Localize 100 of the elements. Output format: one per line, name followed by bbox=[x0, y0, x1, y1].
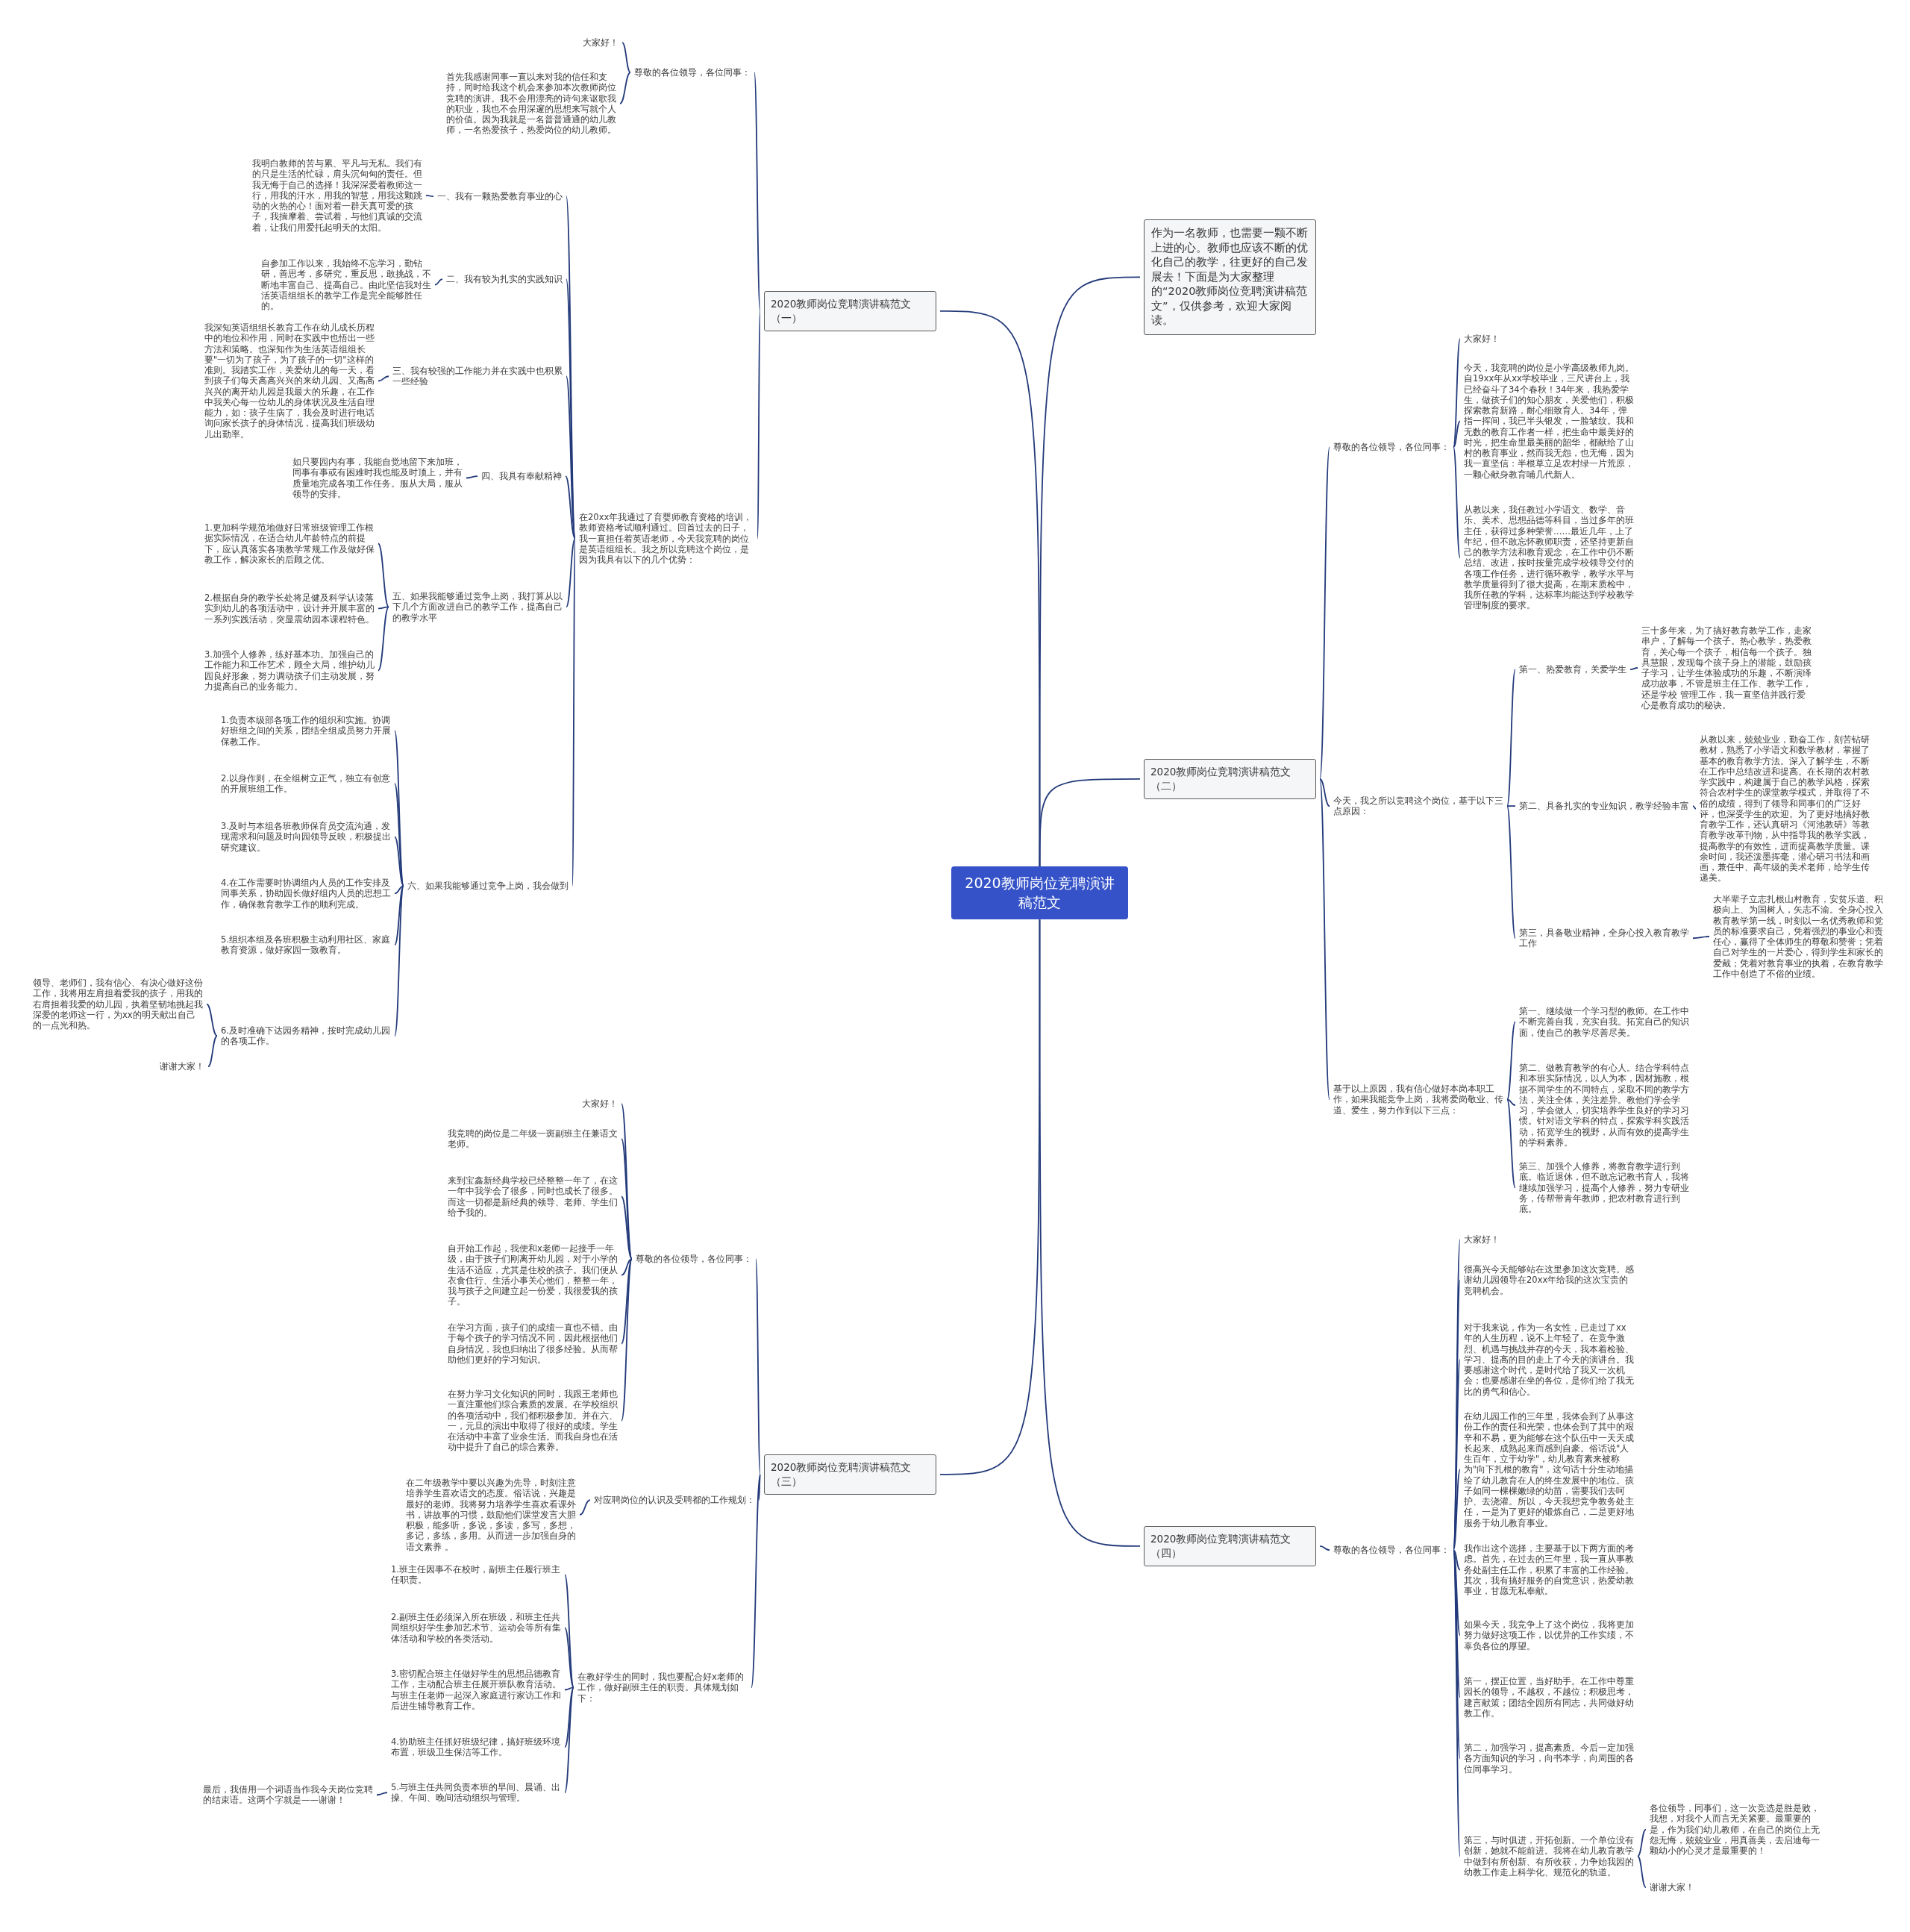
connector-line bbox=[425, 195, 434, 198]
topic-text: 我明白教师的苦与累、平凡与无私。我们有的只是生活的忙碌，肩头沉甸甸的责任。但我无悔于自己的选择！我深深爱着教师这一行，用我的汗水，用我的智慧，用我这颗跳动的火热的心！面对着一群天真可爱的孩子，我揣摩着、尝试着，与他们真诚的交流着，让我们用爱托起明天的太阳。 bbox=[252, 158, 422, 233]
topic-text: 今天，我竞聘的岗位是小学高级教师九岗。自19xx年从xx学校毕业，三尺讲台上，我已经奋斗了34个春秋！34年来，我热爱学生，做孩子们的知心朋友，关爱他们，积极探索教育新路，耐心细致育人。34年，弹指一挥间，我已半头银发，一脸皱纹。我和无数的教育工作者一样，把生命中最美好的时光，把生命里最美丽的韶华，都献给了山村的教育事业，然而我无怨，也无悔，因为我一直坚信：半根草立足农村绿一片荒原，一颗心献身教育哺几代新人。 bbox=[1464, 363, 1634, 480]
topic-text: 大家好！ bbox=[583, 37, 619, 49]
topic-text: 在二年级教学中要以兴趣为先导，时刻注意培养学生喜欢语文的态度。俗话说，兴趣是最好的老师。我将努力培养学生喜欢看课外书，讲故事的习惯，鼓励他们课堂发言大胆积极，能多听，多说，多读，多写，多想，多记，多练，多用。从而进一步加强自身的语文素养 。 bbox=[406, 1478, 576, 1552]
topic-text: 三、我有较强的工作能力并在实践中也积累一些经验 bbox=[392, 366, 563, 387]
connector-line bbox=[394, 885, 404, 946]
topic-text: 在学习方面，孩子们的成绩一直也不错。由于每个孩子的学习情况不同，因此根据他们自身情况，我也归纳出了很多经验。从而帮助他们更好的学习知识。 bbox=[448, 1322, 618, 1365]
connector-line bbox=[1629, 667, 1638, 671]
topic-text: 领导、老师们，我有信心、有决心做好这份工作，我将用左肩担着爱我的孩子，用我的右肩担着我爱的幼儿园，执着坚韧地挑起我深爱的老师这一行，为xx的明天献出自己的一点光和热。 bbox=[33, 978, 203, 1031]
topic-box: 2020教师岗位竞聘演讲稿范文（二） bbox=[1144, 759, 1316, 799]
connector-line bbox=[751, 1474, 761, 1689]
connector-line bbox=[621, 1258, 633, 1345]
connector-line bbox=[1319, 778, 1330, 807]
topic-text: 一、我有一颗热爱教育事业的心 bbox=[437, 191, 563, 202]
topic-text: 各位领导，同事们，这一次竞选是胜是败，我想，对我个人而言无关紧要。最重要的是，作为我们幼儿教师，在自己的岗位上无怨无悔，兢兢业业，用真善美，去启迪每一颗幼小的心灵才是最重要的！ bbox=[1650, 1803, 1820, 1857]
connector-line bbox=[1039, 919, 1141, 1547]
topic-text: 三十多年来，为了搞好教育教学工作，走家串户，了解每一个孩子。热心教学，热爱教育，关心每一个孩子，相信每一个孩子。独具慧眼，发现每个孩子身上的潜能，鼓励孩子学习，让学生体验成功的乐趣，不断演绎成功故事，不管是班主任工作、教学工作，还是学校 管理工作，我一直坚信并践行爱心是教育成功的秘诀。 bbox=[1641, 625, 1812, 710]
connector-line bbox=[1453, 420, 1461, 448]
connector-line bbox=[1506, 669, 1516, 807]
topic-text: 我竞聘的岗位是二年级一斑副班主任兼语文老师。 bbox=[448, 1128, 618, 1150]
topic-text: 四、我具有奉献精神 bbox=[481, 471, 562, 482]
topic-text: 尊敬的各位领导，各位同事： bbox=[1333, 1545, 1450, 1556]
topic-text: 大家好！ bbox=[1464, 334, 1500, 345]
topic-text: 五、如果我能够通过竞争上岗，我打算从以下几个方面改进自己的教学工作，提高自己的教学水平 bbox=[392, 591, 563, 623]
connector-line bbox=[1637, 1828, 1647, 1857]
topic-text: 1.班主任因事不在校时，副班主任履行班主任职责。 bbox=[391, 1564, 561, 1586]
connector-line bbox=[565, 475, 576, 540]
topic-text: 尊敬的各位领导，各位同事： bbox=[1333, 442, 1450, 453]
connector-line bbox=[1453, 1469, 1461, 1551]
topic-text: 2.以身作则，在全组树立正气，独立有创意的开展班组工作。 bbox=[221, 773, 391, 795]
connector-line bbox=[1453, 1549, 1461, 1857]
topic-text: 4.在工作需要时协调组内人员的工作安排及同事关系，协助园长做好组内人员的思想工作，确保教育教学工作的顺利完成。 bbox=[221, 878, 391, 910]
topic-text: 在教好学生的同时，我也要配合好x老师的工作，做好副班主任的职责。具体规划如下： bbox=[577, 1672, 748, 1704]
topic-text: 很高兴今天能够站在这里参加这次竞聘。感谢幼儿园领导在20xx年给我的这次宝贵的竞聘机会。 bbox=[1464, 1264, 1634, 1296]
topic-text: 在努力学习文化知识的同时，我跟王老师也一直注重他们综合素质的发展。在学校组织的各项活动中，我们都积极参加。并在六、一，元旦的演出中取得了很好的成绩。学生在活动中丰富了业余生活。而我自身也在活动中提升了自己的综合素养。 bbox=[448, 1389, 618, 1453]
topic-box: 2020教师岗位竞聘演讲稿范文（四） bbox=[1144, 1526, 1316, 1566]
topic-text: 3.及时与本组各班教师保育员交流沟通，发现需求和问题及时向园领导反映，积极提出研究建议。 bbox=[221, 821, 391, 853]
topic-text: 如果今天，我竞争上了这个岗位，我将更加努力做好这项工作，以优异的工作实绩，不辜负各位的厚望。 bbox=[1464, 1619, 1634, 1651]
topic-text: 第一、继续做一个学习型的教师。在工作中不断完善自我，充实自我。拓宽自己的知识面，使自己的教学尽善尽美。 bbox=[1519, 1006, 1689, 1038]
connector-line bbox=[758, 1474, 761, 1501]
topic-text: 首先我感谢同事一直以来对我的信任和支持，同时给我这个机会来参加本次教师岗位竞聘的演讲。我不会用漂亮的诗句来讴歌我的职业，我也不会用深邃的思想来写就个人的价值。因为我就是一名普普通通的幼儿教师，一名热爱孩子，热爱岗位的幼儿教师。 bbox=[446, 72, 616, 136]
connector-line bbox=[566, 537, 576, 608]
connector-line bbox=[757, 310, 761, 540]
topic-text: 对于我来说，作为一名女性，已走过了xx年的人生历程，说不上年轻了。在竞争激烈、机遇与挑战并存的今天，我本着检验、学习、提高的目的走上了今天的演讲台。我要感谢这个时代，是时代给了我又一次机会；也要感谢在坐的各位，是你们给了我无比的勇气和信心。 bbox=[1464, 1322, 1634, 1397]
connector-line bbox=[621, 42, 631, 74]
topic-text: 第三，与时俱进，开拓创新。一个单位没有创新，她就不能前进。我将在幼儿教育教学中做到有所创新、有所收获，力争始我园的幼教工作走上科学化、规范化的轨道。 bbox=[1464, 1835, 1634, 1878]
connector-line bbox=[1039, 778, 1141, 867]
topic-text: 第二、做教育教学的有心人。结合学科特点和本班实际情况，以人为本，因材施教，根据不同学生的不同特点，采取不同的教学方法，关注全体，关注差异。教他们学会学习，学会做人，切实培养学生良好的学习习惯。针对语文学科的特点，探索学科实践活动，拓宽学生的视野，从而有效的提高学生的学科素养。 bbox=[1519, 1063, 1689, 1148]
connector-line bbox=[207, 1035, 218, 1068]
topic-text: 5.组织本组及各班积极主动利用社区、家庭教育资源，做好家园一致教育。 bbox=[221, 934, 391, 956]
topic-text: 2.副班主任必须深入所在班级，和班主任共同组织好学生参加艺术节、运动会等所有集体活动和学校的各类活动。 bbox=[391, 1612, 561, 1644]
topic-text: 从教以来，我任教过小学语文、数学、音乐、美术、思想品德等科目，当过多年的班主任，获得过多种荣誉……最近几年，上了年纪，但不敢忘怀教师职责，还坚持更新自己的教学方法和教育观念，在工作中仍不断总结、改进，按时按量完成学校领导交付的各项工作任务，进行循环教学，教学水平与教学质量得到了很大提高，在期末质检中，我所任教的学科，达标率均能达到学校教学管理制度的要求。 bbox=[1464, 504, 1634, 611]
topic-text: 6.及时准确下达园务精神，按时完成幼儿园的各项工作。 bbox=[221, 1025, 391, 1047]
connector-line bbox=[1506, 805, 1516, 807]
connector-line bbox=[621, 1195, 633, 1260]
topic-text: 第一，摆正位置，当好助手。在工作中尊重园长的领导，不越权，不越位；积极思考，建言献策；团结全园所有同志，共同做好幼教工作。 bbox=[1464, 1676, 1634, 1719]
topic-text: 在20xx年我通过了育婴师教育资格的培训，教师资格考试顺利通过。回首过去的日子，我一直担任着英语老师，今天我竞聘的岗位是英语组组长。我之所以竞聘这个岗位，是因为我具有以下的几个优势： bbox=[579, 512, 754, 566]
topic-text: 自开始工作起，我便和x老师一起接手一年级，由于孩子们刚离开幼儿园，对于小学的生活不适应，尤其是住校的孩子。我们便从衣食住行、生活小事关心他们，整整一年，我与孩子之间建立起一份爱，我很爱我的孩子。 bbox=[448, 1243, 618, 1307]
topic-text: 从教以来，兢兢业业，勤奋工作，刻苦钻研教材，熟悉了小学语文和数学教材，掌握了基本的教育教学方法。深入了解学生，不断在工作中总结改进和提高。在长期的农村教学实践中，构建属于自己的教学风格，探索符合农村学生的课堂教学模式，并取得了不俗的成绩，得到了领导和同事们的广泛好评，也深受学生的欢迎。为了更好地搞好教育教学工作，还认真研习《河池教研》等教育教学改革刊物，从中指导我的教学实践，提高教学的有效性，进而提高教学质量。课余时间，我还泼墨挥毫，潜心研习书法和画画，兼任中、高年级的美术老师，给学生传递美。 bbox=[1700, 734, 1870, 884]
connector-line bbox=[1506, 805, 1516, 940]
topic-text: 大半辈子立志扎根山村教育，安贫乐道、积极向上、为国树人，矢志不渝。全身心投入教育教学第一线，时刻以一名优秀教师和党员的标准要求自己，凭着强烈的事业心和责任心，赢得了全体师生的尊敬和赞誉；凭着自己对学生的一片爱心，得到学生和家长的爱戴；凭着对教育事业的执着，在教育教学工作中创造了不俗的业绩。 bbox=[1713, 894, 1883, 979]
topic-text: 来到宝鑫新经典学校已经整整一年了，在这一年中我学会了很多，同时也成长了很多。而这一切都是新经典的领导、老师、学生们给予我的。 bbox=[448, 1175, 618, 1218]
topic-text: 大家好！ bbox=[582, 1098, 618, 1110]
topic-text: 二、我有较为扎实的实践知识 bbox=[446, 274, 563, 285]
topic-text: 谢谢大家！ bbox=[160, 1061, 204, 1072]
topic-text: 最后，我借用一个词语当作我今天岗位竞聘的结束语。这两个字就是——谢谢！ bbox=[203, 1784, 373, 1806]
connector-line bbox=[378, 606, 389, 672]
connector-line bbox=[394, 783, 404, 887]
connector-line bbox=[378, 375, 389, 382]
topic-text: 3.密切配合班主任做好学生的思想品德教育工作，主动配合班主任展开班队教育活动。与班主任老师一起深入家庭进行家访工作和后进生辅导教育工作。 bbox=[391, 1669, 561, 1711]
topic-text: 基于以上原因，我有信心做好本岗本职工作，如果我能竞争上岗，我将爱岗敬业、传道、爱生，努力作到以下三点： bbox=[1333, 1084, 1503, 1116]
topic-text: 我作出这个选择，主要基于以下两方面的考虑。首先，在过去的三年里，我一直从事教务处副主任工作，积累了丰富的工作经验。其次，我有搞好服务的自觉意识，热爱幼教事业，甘愿无私奉献。 bbox=[1464, 1543, 1634, 1597]
topic-text: 尊敬的各位领导，各位同事： bbox=[636, 1254, 752, 1265]
connector-line bbox=[378, 606, 389, 610]
connector-line bbox=[1692, 936, 1710, 940]
connector-line bbox=[564, 1627, 574, 1689]
topic-text: 大家好！ bbox=[1464, 1234, 1500, 1245]
topic-text: 第二，加强学习，提高素质。今后一定加强各方面知识的学习，向书本学，向周围的各位同事学习。 bbox=[1464, 1742, 1634, 1775]
connector-line bbox=[621, 1258, 633, 1276]
connector-line bbox=[378, 543, 389, 608]
intro-box: 作为一名教师，也需要一颗不断上进的心。教师也应该不断的优化自己的教学，往更好的自己发展去！下面是为大家整理的“2020教师岗位竞聘演讲稿范文”，仅供参考，欢迎大家阅读。 bbox=[1144, 219, 1316, 335]
connector-line bbox=[1506, 1021, 1516, 1101]
connector-line bbox=[1319, 446, 1330, 780]
connector-line bbox=[579, 1499, 591, 1516]
topic-text: 第三，具备敬业精神，全身心投入教育教学工作 bbox=[1519, 928, 1689, 949]
central-topic: 2020教师岗位竞聘演讲稿范文 bbox=[951, 866, 1128, 920]
connector-line bbox=[566, 375, 576, 540]
topic-text: 4.协助班主任抓好班级纪律，搞好班级环境布置，班级卫生保洁等工作。 bbox=[391, 1736, 561, 1758]
topic-text: 谢谢大家！ bbox=[1650, 1882, 1694, 1893]
connector-line bbox=[206, 1003, 218, 1037]
topic-box: 2020教师岗位竞聘演讲稿范文（三） bbox=[764, 1454, 936, 1495]
topic-text: 尊敬的各位领导，各位同事： bbox=[634, 67, 751, 78]
connector-line bbox=[1453, 1549, 1461, 1571]
connector-line bbox=[434, 278, 443, 286]
connector-line bbox=[621, 1138, 633, 1260]
topic-box: 2020教师岗位竞聘演讲稿范文（一） bbox=[764, 291, 936, 331]
connector-line bbox=[1637, 1855, 1647, 1889]
connector-line bbox=[1319, 1545, 1330, 1551]
topic-text: 对应聘岗位的认识及受聘都的工作规划： bbox=[594, 1495, 755, 1506]
